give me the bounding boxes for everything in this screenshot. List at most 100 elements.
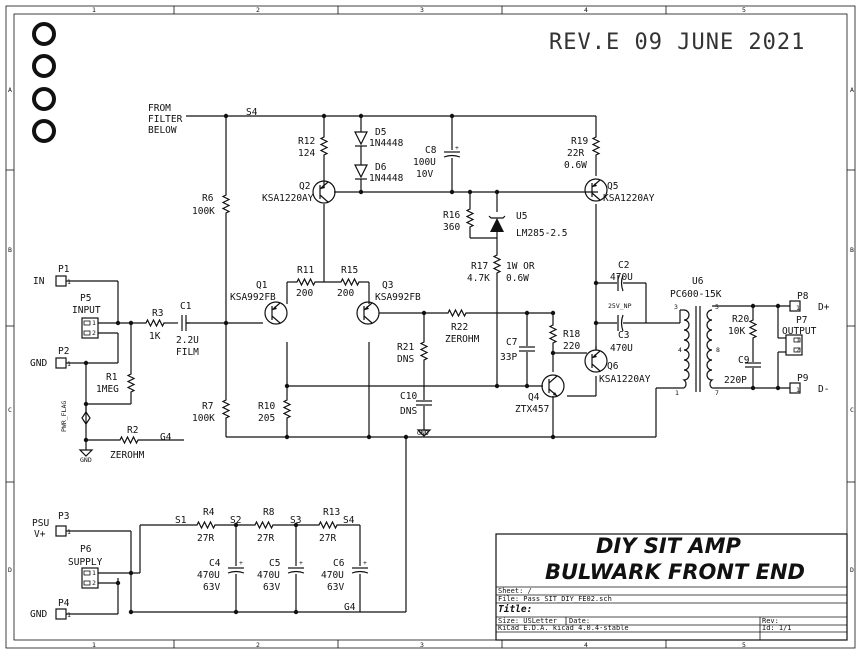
c10-value: DNS (400, 406, 417, 417)
r22-value: ZEROHM (445, 334, 480, 345)
connector-p7-symbol (785, 334, 803, 356)
r21-ref: R21 (397, 342, 414, 353)
title-block: DIY SIT AMP BULWARK FRONT END Sheet: / F… (495, 533, 848, 641)
p2-pin: 1 (67, 360, 71, 368)
resistor-r13-symbol (316, 521, 340, 529)
col-mark-1: 1 (92, 6, 96, 14)
r8-ref: R8 (263, 507, 275, 518)
r2-ref: R2 (127, 425, 138, 436)
r17-ref: R17 (471, 261, 488, 272)
q6-ref: Q6 (607, 361, 619, 372)
r17-value: 4.7K (467, 273, 490, 284)
connector-p1-symbol (55, 275, 67, 287)
tb-sheet: Sheet: / (498, 587, 532, 595)
p1-label: IN (33, 276, 45, 287)
d6-ref: D6 (375, 162, 387, 173)
p2-label: GND (30, 358, 47, 369)
revision-label: REV.E 09 JUNE 2021 (549, 30, 805, 55)
r4-ref: R4 (203, 507, 215, 518)
resistor-r11-symbol (294, 278, 318, 286)
col-mark-4: 4 (584, 6, 588, 14)
c9-ref: C9 (738, 355, 750, 366)
q3-ref: Q3 (382, 280, 393, 291)
resistor-r1-symbol (127, 371, 135, 395)
col-mark-2-bottom: 2 (256, 641, 260, 649)
r18-value: 220 (563, 341, 580, 352)
row-mark-b-right: B (850, 246, 854, 254)
p4-ref: P4 (58, 598, 70, 609)
net-s2: S2 (230, 515, 241, 526)
svg-text:+: + (455, 144, 459, 152)
capacitor-c10-symbol (415, 400, 433, 406)
transistor-q6-symbol (584, 349, 608, 373)
p3-ref: P3 (58, 511, 69, 522)
r19-value: 22R (567, 148, 584, 159)
u6-pin-4: 4 (678, 346, 682, 354)
schematic-labels: FROM FILTER BELOW S4 R12 124 D5 1N4448 D… (30, 103, 830, 620)
p1-ref: P1 (58, 264, 70, 275)
r11-value: 200 (296, 288, 313, 299)
resistor-r2-symbol (117, 436, 141, 444)
mounting-holes (32, 22, 56, 143)
p5-ref: P5 (80, 293, 91, 304)
tb-date: Date: (569, 617, 590, 625)
r11-ref: R11 (297, 265, 314, 276)
q4-value: ZTX457 (515, 404, 549, 415)
c6-value: 470U (321, 570, 344, 581)
p9-ref: P9 (797, 373, 809, 384)
gnd-label-c10: GND (417, 429, 429, 437)
p7-label: OUTPUT (782, 326, 817, 337)
connector-p3-symbol (55, 525, 67, 537)
p4-label: GND (30, 609, 47, 620)
r1-value: 1MEG (96, 384, 119, 395)
ground-symbol-input (78, 449, 94, 457)
connector-p9-symbol (789, 382, 801, 394)
p6-pin-2: 2 (92, 579, 96, 587)
c2-ref: C2 (618, 260, 629, 271)
note-below: BELOW (148, 125, 177, 136)
r7-value: 100K (192, 413, 215, 424)
r22-ref: R22 (451, 322, 468, 333)
p6-label: SUPPLY (68, 557, 103, 568)
connector-p5-symbol (81, 317, 99, 339)
r8-value: 27R (257, 533, 274, 544)
net-s4-top: S4 (246, 107, 258, 118)
r2-value: ZEROHM (110, 450, 145, 461)
polarity-marks: ++++ (239, 144, 459, 567)
connector-p2-symbol (55, 357, 67, 369)
title-line-2: BULWARK FRONT END (545, 560, 805, 584)
u6-ref: U6 (692, 276, 704, 287)
r13-value: 27R (319, 533, 336, 544)
svg-text:+: + (239, 559, 243, 567)
r7-ref: R7 (202, 401, 213, 412)
row-mark-c: C (8, 406, 12, 414)
r16-value: 360 (443, 222, 460, 233)
r20-value: 10K (728, 326, 745, 337)
c6-ref: C6 (333, 558, 345, 569)
c3-ref: C3 (618, 330, 629, 341)
connector-p4-symbol (55, 608, 67, 620)
q5-value: KSA1220AY (603, 193, 655, 204)
q5-ref: Q5 (607, 181, 618, 192)
c5-value: 470U (257, 570, 280, 581)
transistor-q1-symbol (264, 301, 288, 325)
sheet-border: 1 2 3 4 5 1 2 3 4 5 A B C D A B C D (5, 5, 856, 649)
p9-pin: 1 (796, 386, 800, 394)
note-filter: FILTER (148, 114, 183, 125)
tb-tool: KiCad E.D.A. kicad 4.0.4-stable (498, 624, 629, 632)
c9-value: 220P (724, 375, 747, 386)
col-mark-5-bottom: 5 (742, 641, 746, 649)
u6-pin-8: 8 (716, 346, 720, 354)
r4-value: 27R (197, 533, 214, 544)
p7-ref: P7 (796, 315, 807, 326)
p8-label: D+ (818, 302, 830, 313)
net-g4-supply: G4 (344, 602, 356, 613)
tb-id: Id: 1/1 (762, 624, 792, 632)
p8-pin: 1 (796, 304, 800, 312)
p3-label-1: PSU (32, 518, 49, 529)
connector-p8-symbol (789, 300, 801, 312)
resistor-r21-symbol (420, 339, 428, 363)
c4-ref: C4 (209, 558, 221, 569)
c4-value: 470U (197, 570, 220, 581)
